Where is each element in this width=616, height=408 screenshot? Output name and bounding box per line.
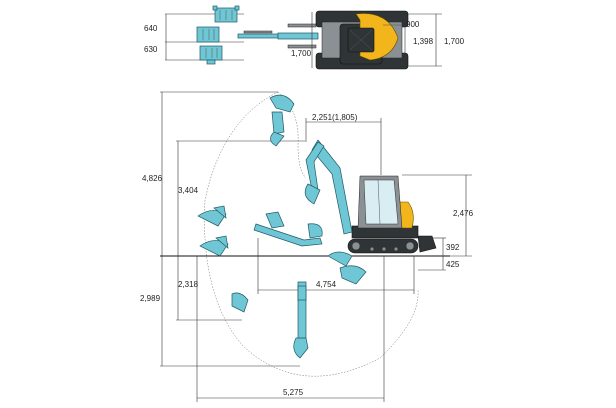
blade-depth-label: 425	[446, 260, 460, 269]
cab-height-label: 2,476	[453, 209, 474, 218]
working-range-envelope	[204, 91, 419, 377]
arm-position-deep-dig	[293, 281, 309, 359]
max-dig-height-label: 4,826	[142, 174, 163, 183]
top-view: 640 630	[144, 5, 465, 70]
side-view: 4,826 3,404 2,989 2,318 4,754 5,275 2,25…	[140, 91, 474, 402]
bucket-top-view-3	[199, 45, 223, 65]
track-width-label: 1,398	[413, 37, 434, 46]
bucket-position-ground	[327, 251, 367, 285]
overall-width-label: 1,700	[444, 37, 465, 46]
max-reach-label: 5,275	[283, 388, 304, 397]
bucket-position-lower-left	[231, 292, 249, 313]
bucket-position-left-mid	[199, 235, 229, 257]
max-dump-height-label: 3,404	[178, 186, 199, 195]
machine-top-view	[315, 10, 409, 70]
blade-height-label: 392	[446, 243, 460, 252]
min-swing-radius-label: 4,754	[316, 280, 337, 289]
bucket-width-640-label: 640	[144, 24, 158, 33]
bucket-width-630-label: 630	[144, 45, 158, 54]
excavator-side-view	[304, 139, 437, 254]
bucket-top-view-1	[212, 5, 240, 23]
boom-top-view	[237, 23, 319, 49]
vertical-wall-depth-label: 2,318	[178, 280, 199, 289]
arm-position-forward	[253, 211, 323, 247]
bucket-top-view-2	[196, 26, 220, 43]
max-dig-depth-label: 2,989	[140, 294, 161, 303]
bucket-position-raised	[269, 94, 295, 147]
boom-offset-label: 2,251(1,805)	[312, 113, 358, 122]
swing-radius-label: 900	[406, 20, 420, 29]
bucket-position-left-upper	[197, 205, 227, 227]
length-label: 1,700	[291, 49, 312, 58]
